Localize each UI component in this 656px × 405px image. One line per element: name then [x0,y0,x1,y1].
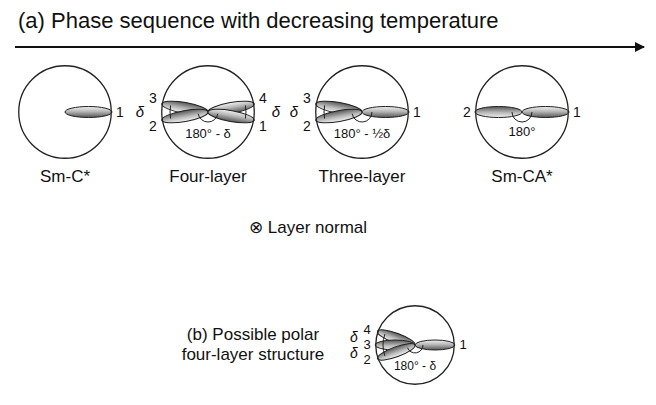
angle-label: 180° - δ [394,360,436,374]
layer-number: 3 [303,90,311,106]
layer-number: 1 [573,104,581,120]
layer-number: 1 [259,118,267,134]
phase-circle: Sm-C*1 [18,65,112,159]
phase-name: Three-layer [319,167,406,187]
angle-arc [324,105,326,118]
angle-arc [512,112,532,122]
layer-number: 3 [363,338,370,353]
circle-outline [162,66,255,159]
angle-label: δ [350,329,358,345]
temperature-arrow [15,46,644,48]
circle-outline [316,66,409,159]
angle-label: 180° - δ [185,127,231,142]
axis-note: ⊗ Layer normal [249,218,367,238]
angle-arc [408,345,424,353]
phase-name: Sm-CA* [491,167,552,187]
phase-name: Sm-C* [40,167,90,187]
phase-name: Four-layer [169,167,246,187]
layer-number: 1 [459,338,466,353]
angle-arc [245,105,247,118]
angle-arc [198,114,218,122]
angle-arc [352,112,372,122]
molecule [207,107,255,126]
layer-number: 2 [363,353,370,368]
figure-title: (a) Phase sequence with decreasing tempe… [18,8,499,33]
molecule [522,107,569,118]
angle-arc [383,345,385,356]
layer-number: 4 [363,323,370,338]
circle-outline [475,65,569,159]
molecule [415,340,455,350]
layer-number: 2 [149,118,157,134]
molecule [65,107,112,118]
layer-number: 1 [116,104,124,120]
layer-number: 2 [463,104,471,120]
layer-number: 3 [149,90,157,106]
circle-outline [18,65,112,159]
molecule [475,107,522,118]
phase-circle: Four-layer3241δδ180° - δ [161,65,255,159]
circle-outline [476,66,569,159]
layer-number: 4 [259,90,267,106]
angle-label: 180° [509,125,536,140]
circle-outline [161,65,255,159]
angle-label: δ [290,103,298,120]
phase-circle: Sm-CA*21180° [475,65,569,159]
phase-circle: (b) Possible polar four-layer structure4… [375,305,455,385]
angle-arc [170,105,172,118]
molecule [362,107,409,118]
layer-number: 1 [413,104,421,120]
angle-arc [383,334,385,345]
structure-heading: (b) Possible polar four-layer structure [171,325,336,364]
angle-label: δ [350,345,358,361]
angle-label: δ [272,103,280,120]
angle-label: 180° - ½δ [334,127,391,142]
molecule [161,107,209,126]
circle-outline [19,66,112,159]
phase-circle: Three-layer321δ180° - ½δ [315,65,409,159]
molecule [315,107,363,126]
angle-label: δ [136,103,144,120]
layer-number: 2 [303,118,311,134]
circle-outline [376,306,455,385]
circle-outline [315,65,409,159]
